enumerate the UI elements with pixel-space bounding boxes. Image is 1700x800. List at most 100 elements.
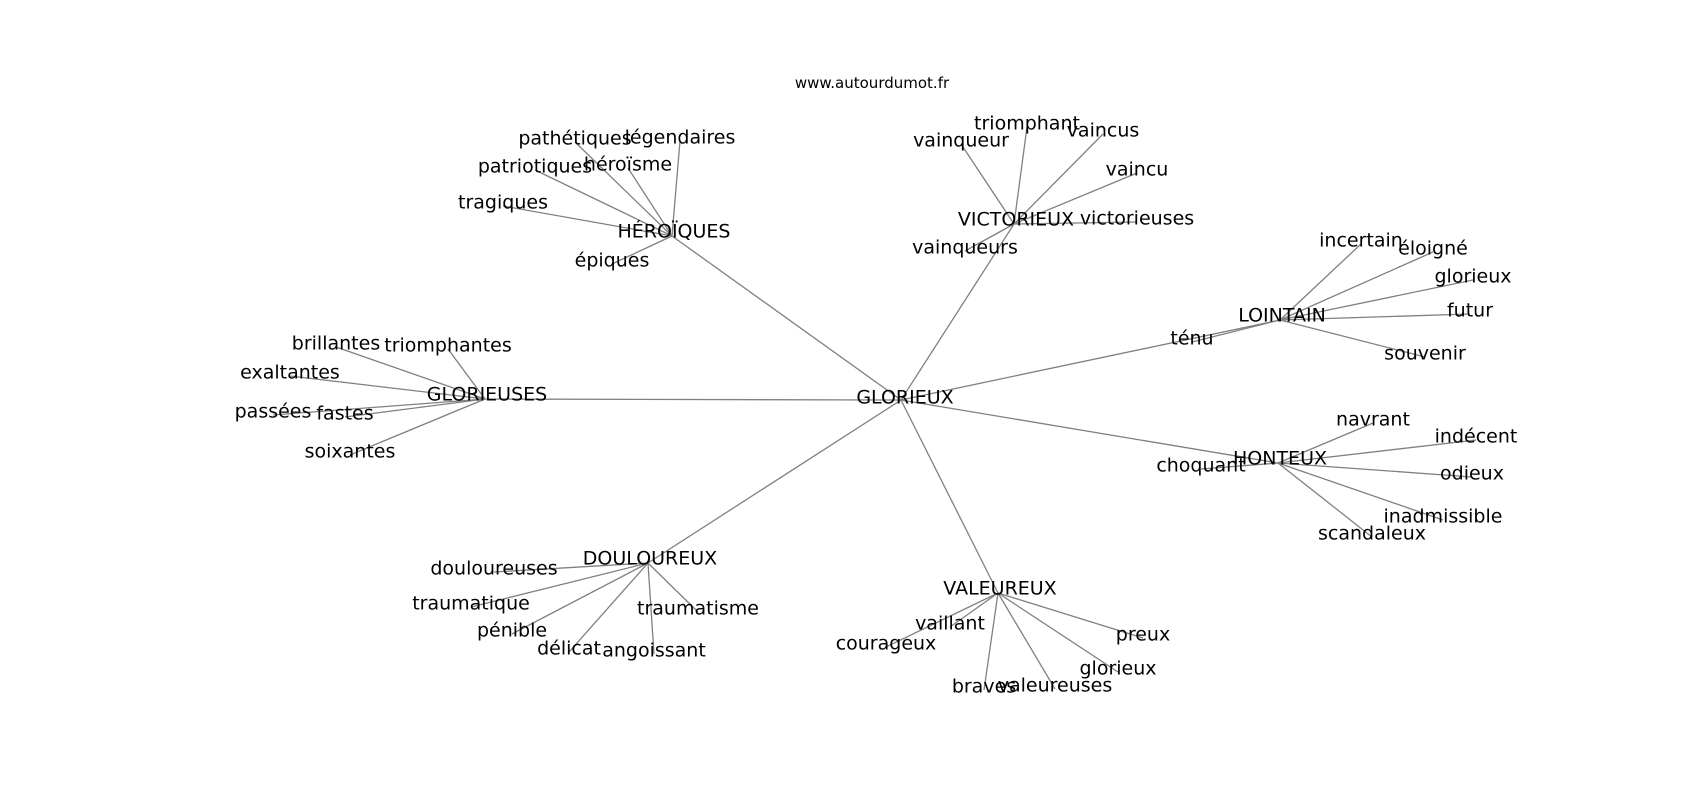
node-choquant: choquant bbox=[1156, 455, 1245, 477]
graph-edges bbox=[272, 126, 1477, 691]
edge-glorieuses-soixantes bbox=[349, 398, 486, 456]
node-soixantes: soixantes bbox=[305, 441, 396, 463]
node-douloureux: DOULOUREUX bbox=[583, 548, 717, 570]
node-delicat: délicat bbox=[537, 638, 601, 660]
edge-valeureux-valeureuses bbox=[997, 592, 1056, 690]
edge-valeureux-preux bbox=[997, 592, 1144, 639]
edge-douloureux-penible bbox=[511, 562, 649, 635]
graph-labels: www.autourdumot.fr GLORIEUX HÉROÏQUES path… bbox=[235, 74, 1518, 698]
node-triomphantes: triomphantes bbox=[384, 335, 512, 357]
node-scandaleux: scandaleux bbox=[1318, 523, 1426, 545]
node-odieux: odieux bbox=[1440, 463, 1504, 485]
node-vaillant: vaillant bbox=[915, 613, 985, 635]
node-heroiques: HÉROÏQUES bbox=[618, 220, 731, 243]
node-vaincu: vaincu bbox=[1106, 159, 1169, 181]
node-glorieuses: GLORIEUSES bbox=[427, 384, 547, 406]
node-glorieux: GLORIEUX bbox=[856, 387, 953, 409]
edge-glorieuses-fastes bbox=[344, 398, 486, 418]
node-braves: braves bbox=[952, 676, 1016, 698]
edge-douloureux-traumatique bbox=[470, 562, 649, 608]
edge-honteux-inadmissible bbox=[1277, 462, 1444, 521]
edge-valeureux-glorieux bbox=[997, 592, 1119, 673]
node-vaincus: vaincus bbox=[1067, 120, 1140, 142]
edge-douloureux-angoissant bbox=[647, 562, 655, 655]
edge-douloureux-delicat bbox=[568, 562, 649, 653]
node-exaltantes: exaltantes bbox=[240, 362, 340, 384]
edge-lointain-futur bbox=[1279, 313, 1471, 321]
edge-honteux-choquant bbox=[1200, 462, 1279, 470]
node-glorieux: glorieux bbox=[1434, 266, 1511, 288]
node-victorieux: VICTORIEUX bbox=[958, 209, 1074, 231]
node-traumatisme: traumatisme bbox=[637, 598, 759, 620]
edge-heroiques-tragiques bbox=[502, 205, 673, 237]
node-lointain: LOINTAIN bbox=[1238, 305, 1326, 327]
edge-honteux-indecent bbox=[1277, 439, 1477, 464]
edge-glorieuses-brillantes bbox=[335, 346, 486, 400]
node-fastes: fastes bbox=[316, 403, 373, 425]
edge-lointain-incertain bbox=[1279, 243, 1362, 321]
edge-valeureux-courageux bbox=[885, 592, 999, 648]
edge-center-heroiques bbox=[671, 235, 902, 401]
edge-heroiques-epiques bbox=[611, 235, 673, 265]
node-legendaires: légendaires bbox=[625, 127, 736, 149]
edge-honteux-odieux bbox=[1277, 462, 1473, 478]
edge-heroiques-patriotiques bbox=[534, 169, 673, 237]
node-preux: preux bbox=[1116, 624, 1170, 646]
node-courageux: courageux bbox=[836, 633, 937, 655]
edge-lointain-eloigne bbox=[1279, 251, 1434, 321]
edge-lointain-tenu bbox=[1191, 319, 1281, 343]
source-label: www.autourdumot.fr bbox=[795, 74, 950, 92]
edge-victorieux-victorieuses bbox=[1013, 221, 1138, 225]
node-triomphant: triomphant bbox=[974, 113, 1080, 135]
edge-honteux-scandaleux bbox=[1277, 462, 1373, 538]
node-traumatique: traumatique bbox=[412, 593, 530, 615]
node-eloigne: éloigné bbox=[1398, 238, 1468, 260]
node-epiques: épiques bbox=[575, 250, 650, 272]
edge-douloureux-traumatisme bbox=[647, 562, 699, 613]
node-douloureuses: douloureuses bbox=[430, 558, 557, 580]
node-honteux: HONTEUX bbox=[1233, 448, 1327, 470]
node-futur: futur bbox=[1447, 300, 1493, 322]
node-valeureux: VALEUREUX bbox=[943, 578, 1056, 600]
edge-victorieux-vainqueur bbox=[960, 143, 1015, 225]
edge-lointain-glorieux bbox=[1279, 279, 1474, 321]
edge-victorieux-vaincu bbox=[1013, 172, 1138, 225]
node-glorieux: glorieux bbox=[1079, 658, 1156, 680]
edge-valeureux-braves bbox=[983, 592, 999, 691]
node-angoissant: angoissant bbox=[602, 640, 706, 662]
edge-center-valeureux bbox=[900, 399, 999, 594]
node-pathetiques: pathétiques bbox=[518, 128, 631, 150]
edge-heroiques-heroisme bbox=[627, 167, 673, 237]
node-heroisme: héroïsme bbox=[584, 154, 672, 176]
node-souvenir: souvenir bbox=[1384, 343, 1466, 365]
edge-glorieuses-triomphantes bbox=[447, 348, 486, 400]
edge-center-victorieux bbox=[900, 223, 1015, 401]
edge-victorieux-vaincus bbox=[1013, 133, 1104, 225]
node-inadmissible: inadmissible bbox=[1384, 506, 1503, 528]
node-indecent: indécent bbox=[1435, 426, 1518, 448]
edge-heroiques-legendaires bbox=[671, 140, 681, 237]
node-victorieuses: victorieuses bbox=[1080, 208, 1194, 230]
node-navrant: navrant bbox=[1336, 409, 1410, 431]
edge-victorieux-vainqueurs bbox=[964, 223, 1015, 252]
edge-valeureux-vaillant bbox=[949, 592, 999, 628]
edge-center-glorieuses bbox=[484, 398, 902, 401]
edge-lointain-souvenir bbox=[1279, 319, 1426, 358]
node-tragiques: tragiques bbox=[458, 192, 548, 214]
node-brillantes: brillantes bbox=[292, 333, 380, 355]
node-vainqueur: vainqueur bbox=[913, 130, 1009, 152]
node-vainqueurs: vainqueurs bbox=[912, 237, 1018, 259]
edge-heroiques-pathetiques bbox=[574, 141, 673, 237]
node-patriotiques: patriotiques bbox=[478, 156, 592, 178]
node-tenu: ténu bbox=[1170, 328, 1213, 350]
node-penible: pénible bbox=[477, 620, 547, 642]
edge-honteux-navrant bbox=[1277, 422, 1374, 464]
edge-center-honteux bbox=[900, 399, 1279, 464]
edge-glorieuses-passees bbox=[272, 398, 486, 416]
edge-center-douloureux bbox=[647, 399, 902, 564]
node-valeureuses: valeureuses bbox=[998, 675, 1113, 697]
edge-victorieux-triomphant bbox=[1013, 126, 1028, 225]
edge-glorieuses-exaltantes bbox=[289, 375, 486, 400]
edge-douloureux-douloureuses bbox=[493, 562, 649, 573]
